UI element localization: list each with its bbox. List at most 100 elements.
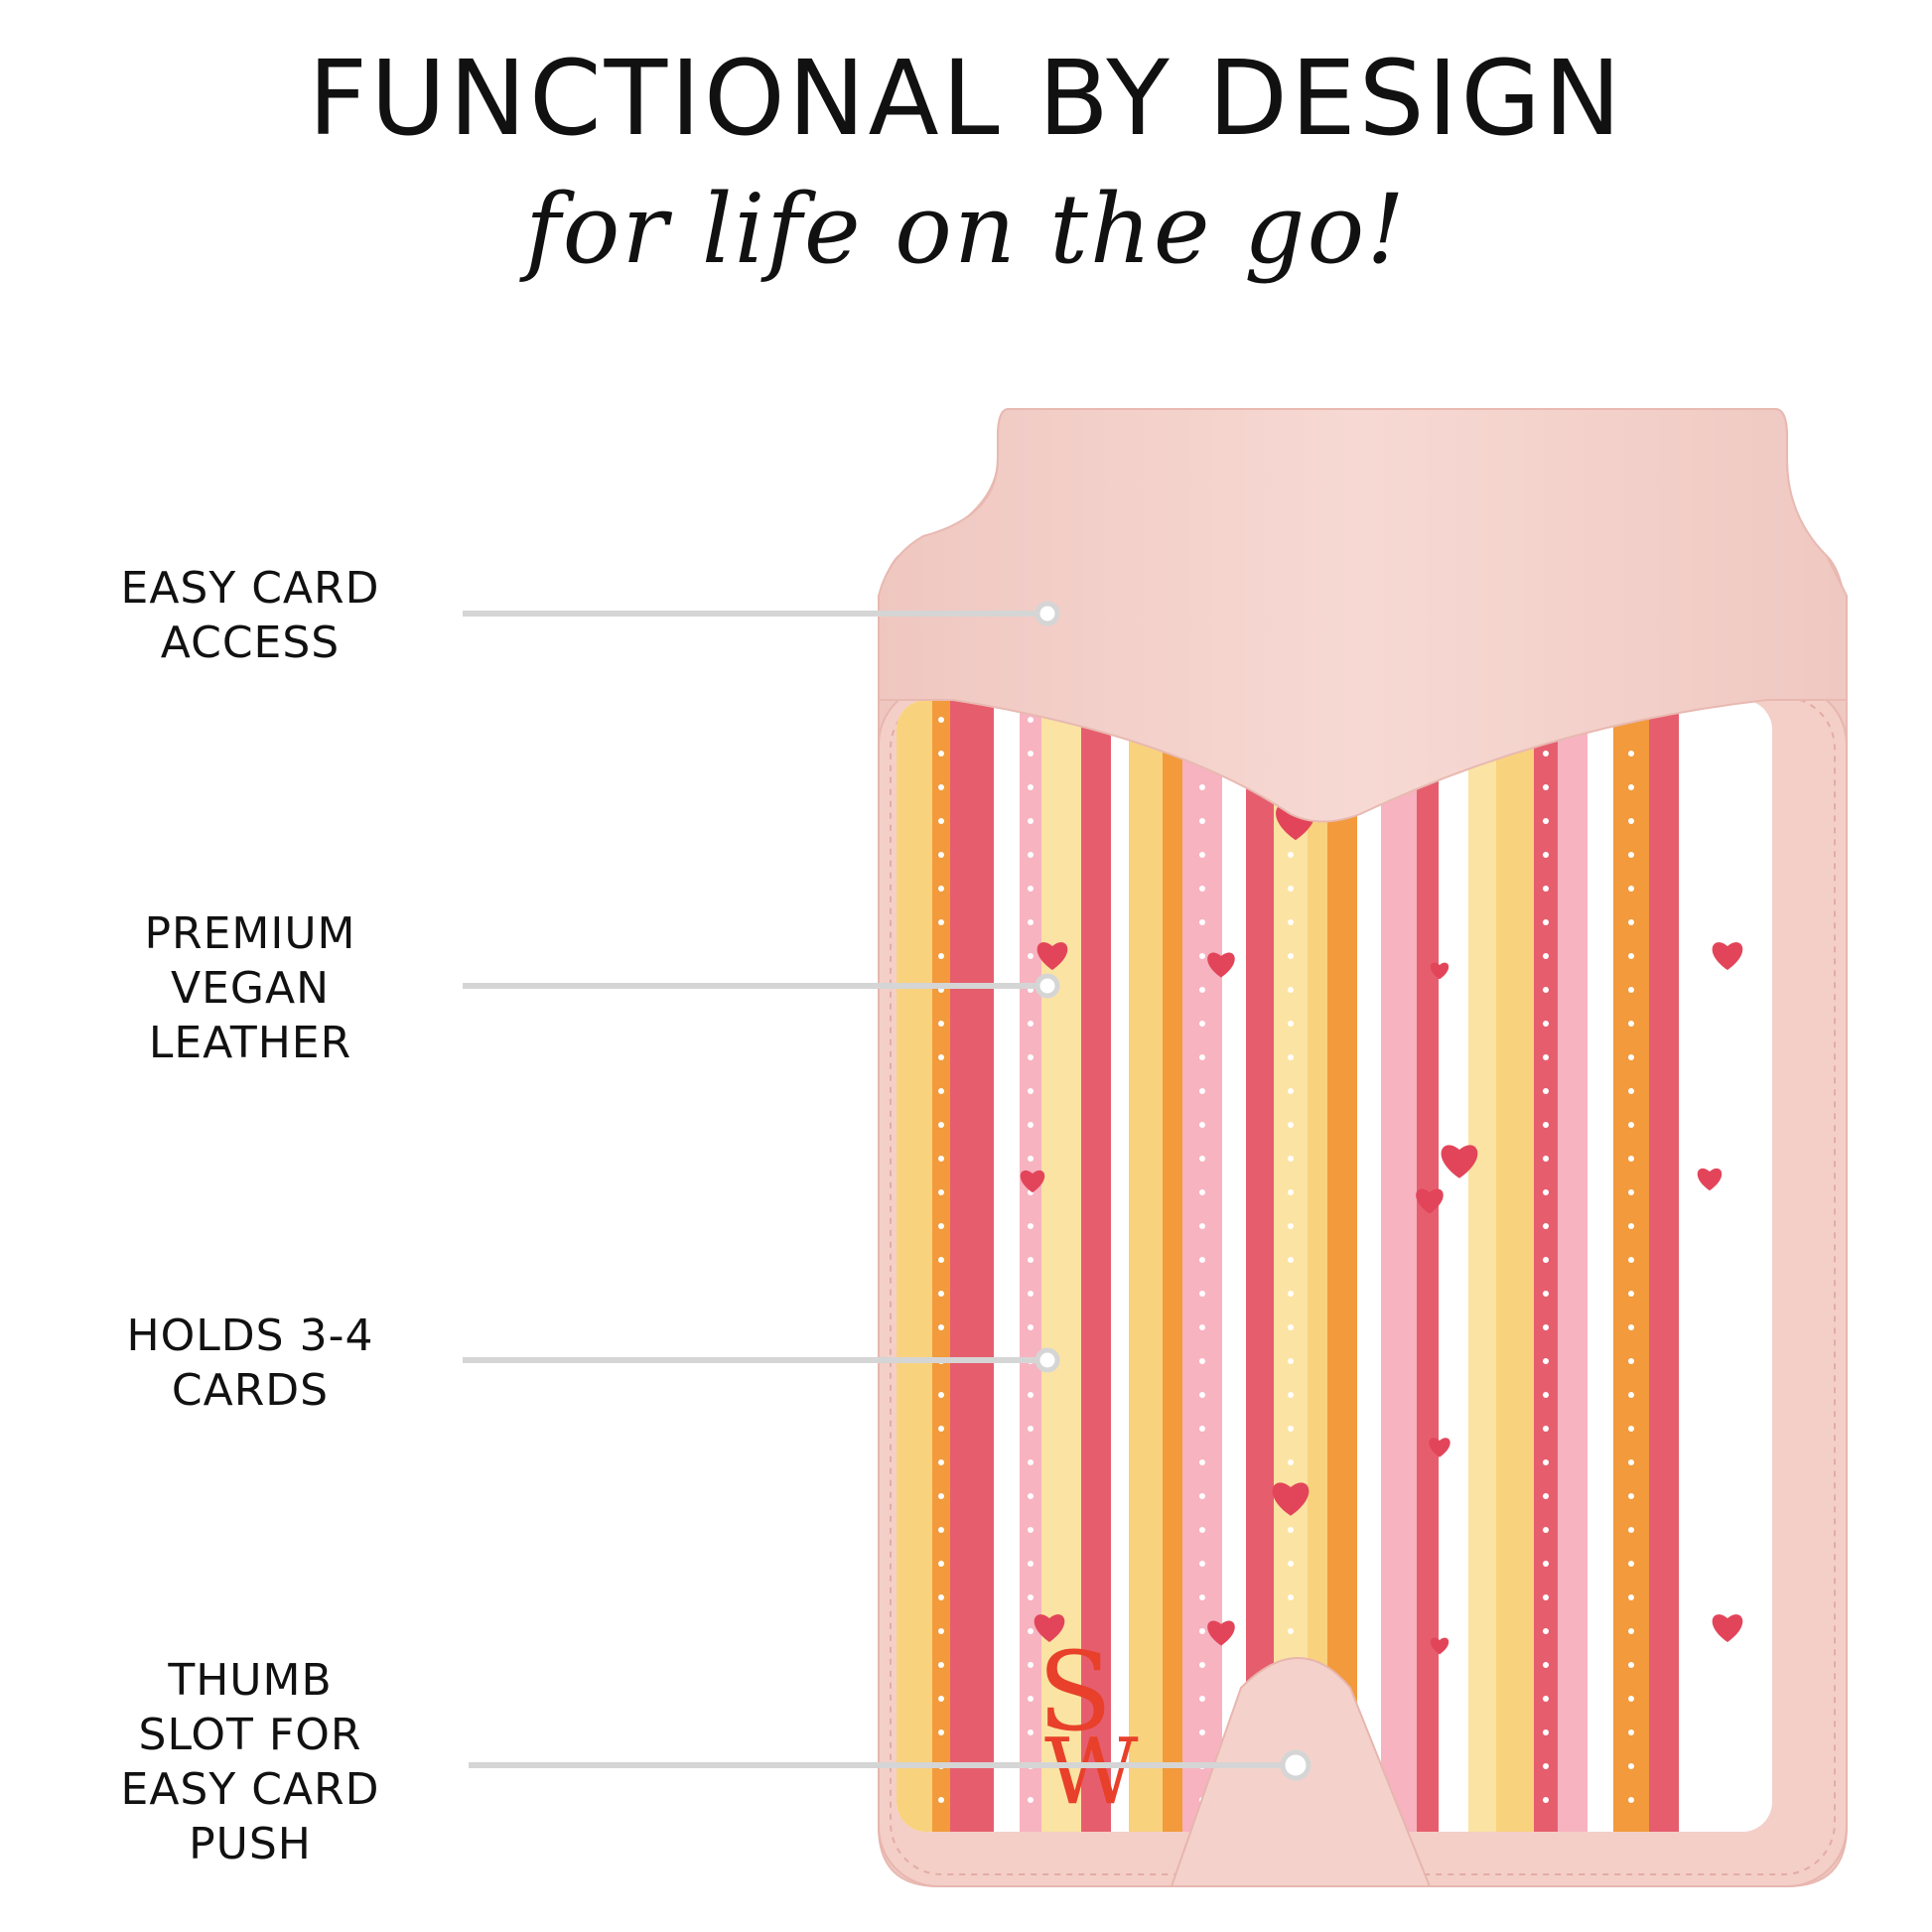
heart-icon: [1034, 1614, 1065, 1642]
pattern-dot: [938, 1628, 944, 1634]
pattern-dot: [1366, 1223, 1372, 1229]
pattern-dot: [1028, 818, 1034, 824]
pattern-dot: [938, 1189, 944, 1195]
pattern-dot: [1199, 1088, 1205, 1094]
pattern-dot: [1288, 1324, 1294, 1330]
pattern-dot: [1450, 1561, 1456, 1567]
pattern-dot: [1543, 1122, 1549, 1128]
pattern-dot: [1543, 1594, 1549, 1600]
pattern-dot: [1028, 1122, 1034, 1128]
pattern-dot: [1117, 1628, 1123, 1634]
pattern-dot: [1117, 751, 1123, 757]
pattern-stripe: [897, 700, 932, 1832]
pattern-dot: [1117, 1291, 1123, 1297]
pattern-dot: [1199, 1527, 1205, 1533]
pattern-dot: [1117, 1527, 1123, 1533]
pattern-dot: [1117, 1729, 1123, 1735]
pattern-dot: [1199, 1358, 1205, 1364]
pattern-dot: [1028, 1257, 1034, 1263]
pattern-dot: [1028, 1021, 1034, 1027]
pattern-dot: [1543, 886, 1549, 892]
pattern-dot: [1288, 987, 1294, 993]
pattern-dot: [1366, 1156, 1372, 1162]
pattern-dot: [1628, 852, 1634, 858]
pattern-dot: [1199, 818, 1205, 824]
pattern-dot: [1366, 1054, 1372, 1060]
pattern-dot: [1450, 1493, 1456, 1499]
pattern-dot: [1628, 1223, 1634, 1229]
pattern-dot: [1543, 987, 1549, 993]
pattern-dot: [1450, 1729, 1456, 1735]
pattern-dot: [1450, 1223, 1456, 1229]
pattern-stripe: [1222, 700, 1246, 1832]
pattern-dot: [1628, 1628, 1634, 1634]
pattern-dot: [1543, 1358, 1549, 1364]
pattern-dot: [938, 717, 944, 723]
pattern-dot: [1117, 1122, 1123, 1128]
pattern-dot: [1543, 1459, 1549, 1465]
pattern-dot: [1028, 1594, 1034, 1600]
pattern-dot: [1450, 1797, 1456, 1803]
pattern-dot: [1628, 1561, 1634, 1567]
pattern-dot: [1199, 1324, 1205, 1330]
pattern-dot: [1628, 1392, 1634, 1398]
pattern-dot: [1199, 1189, 1205, 1195]
pattern-dot: [938, 886, 944, 892]
heart-icon: [1697, 1168, 1723, 1191]
pattern-dot: [1028, 1797, 1034, 1803]
pattern-dot: [1288, 1291, 1294, 1297]
pattern-dot: [1366, 818, 1372, 824]
pattern-dot: [938, 1426, 944, 1432]
pattern-dot: [1543, 1054, 1549, 1060]
pattern-dot: [1450, 987, 1456, 993]
pattern-stripe: [1587, 700, 1613, 1832]
pattern-dot: [1199, 1662, 1205, 1668]
pattern-dot: [1543, 1088, 1549, 1094]
pattern-dot: [1288, 1122, 1294, 1128]
heart-icon: [1430, 962, 1449, 980]
pattern-dot: [1366, 1358, 1372, 1364]
pattern-dot: [1450, 1628, 1456, 1634]
pattern-dot: [1628, 1662, 1634, 1668]
pattern-dot: [938, 1257, 944, 1263]
pattern-dot: [938, 1156, 944, 1162]
heart-icon: [1441, 1145, 1478, 1178]
card-access-flap: [878, 408, 1848, 823]
pattern-stripe: [1468, 700, 1496, 1832]
pattern-stripe: [1041, 700, 1081, 1832]
pattern-dot: [1450, 953, 1456, 959]
pattern-dot: [1543, 1493, 1549, 1499]
pattern-dot: [1366, 1459, 1372, 1465]
pattern-dot: [1199, 1223, 1205, 1229]
pattern-dot: [1543, 1223, 1549, 1229]
pattern-dot: [1117, 1223, 1123, 1229]
pattern-stripe: [1417, 700, 1439, 1832]
pattern-dot: [1028, 1729, 1034, 1735]
pattern-dot: [938, 1527, 944, 1533]
pattern-dot: [1543, 1021, 1549, 1027]
pattern-dot: [1628, 1797, 1634, 1803]
pattern-stripe: [1649, 700, 1679, 1832]
pattern-dot: [1543, 751, 1549, 757]
pattern-dot: [1028, 1527, 1034, 1533]
pattern-dot: [1366, 1021, 1372, 1027]
pattern-dot: [938, 784, 944, 790]
pattern-dot: [1028, 1662, 1034, 1668]
pattern-dot: [938, 818, 944, 824]
pattern-stripe: [1163, 700, 1182, 1832]
pattern-dot: [1543, 1729, 1549, 1735]
pattern-dot: [1117, 1594, 1123, 1600]
pattern-dot: [938, 919, 944, 925]
pattern-dot: [1199, 1156, 1205, 1162]
pattern-dot: [1288, 1054, 1294, 1060]
pattern-dot: [1199, 1459, 1205, 1465]
pattern-dot: [1199, 1729, 1205, 1735]
pattern-dot: [1543, 1527, 1549, 1533]
pattern-dot: [938, 1021, 944, 1027]
pattern-dot: [1028, 886, 1034, 892]
pattern-dot: [1288, 1088, 1294, 1094]
pattern-dot: [1628, 1358, 1634, 1364]
pattern-dot: [1628, 1594, 1634, 1600]
pattern-stripe: [1246, 700, 1274, 1832]
feature-line: LEATHER: [148, 1018, 352, 1068]
